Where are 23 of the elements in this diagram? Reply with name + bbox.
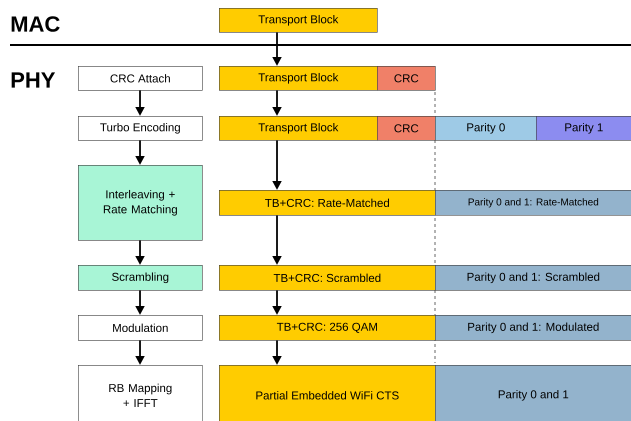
data-block: Parity 0 and 1: Rate-Matched: [435, 190, 631, 216]
process-box: Modulation: [78, 315, 203, 341]
process-box: Interleaving + Rate Matching: [78, 165, 203, 241]
data-block: Partial Embedded WiFi CTS: [219, 365, 436, 421]
data-block: Parity 0 and 1: Modulated: [435, 315, 631, 341]
data-block: Parity 0 and 1: [435, 365, 631, 421]
data-block: TB+CRC: Scrambled: [219, 265, 436, 291]
data-block: Transport Block: [219, 8, 378, 33]
process-box: CRC Attach: [78, 66, 203, 91]
process-box: RB Mapping + IFFT: [78, 365, 203, 421]
process-box: Scrambling: [78, 265, 203, 291]
data-block: CRC: [377, 116, 436, 141]
data-block: Parity 1: [536, 116, 631, 141]
data-block: CRC: [377, 66, 436, 91]
data-block: Transport Block: [219, 116, 378, 141]
data-block: TB+CRC: 256 QAM: [219, 315, 436, 341]
data-block: Parity 0: [435, 116, 537, 141]
data-block: Parity 0 and 1: Scrambled: [435, 265, 631, 291]
data-block: Transport Block: [219, 66, 378, 91]
layer-label: MAC: [12, 16, 60, 32]
layer-label: PHY: [12, 72, 56, 88]
process-box: Turbo Encoding: [78, 116, 203, 141]
data-block: TB+CRC: Rate-Matched: [219, 190, 436, 216]
